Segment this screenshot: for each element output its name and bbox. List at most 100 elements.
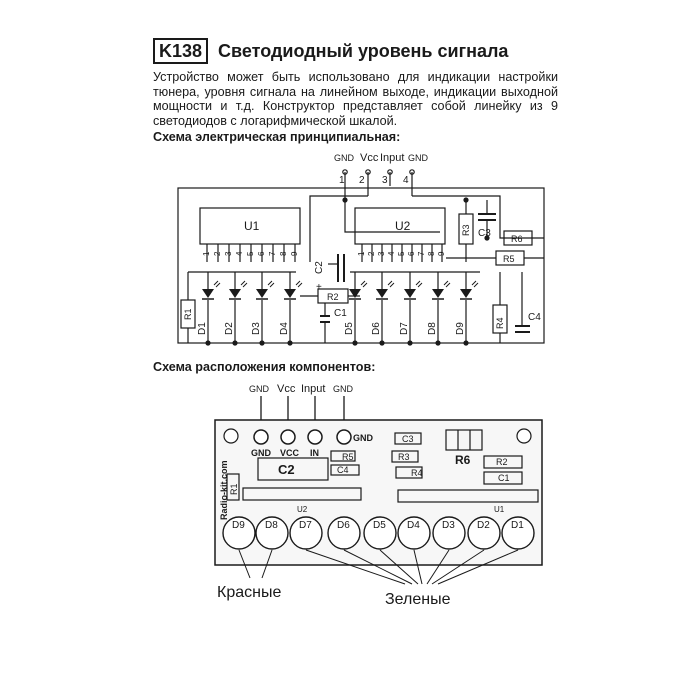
led-label: D5 — [373, 520, 386, 531]
component-label: R2 — [327, 292, 339, 302]
component-label: C1 — [334, 308, 347, 319]
chip-pin-number: 3 — [224, 251, 233, 256]
part-label: R2 — [496, 457, 508, 467]
pad-label: GND — [353, 433, 374, 443]
led-footprint — [255, 516, 289, 550]
wire-label: GND — [333, 384, 354, 394]
led-label: D8 — [265, 520, 278, 531]
led-label: D3 — [251, 322, 262, 335]
mount-hole — [516, 428, 532, 444]
chip-pin-number: 3 — [377, 251, 386, 256]
chip-pin-number: 7 — [417, 251, 426, 256]
schematic-leds — [201, 280, 479, 300]
part-outline — [394, 432, 422, 445]
led-footprint — [289, 516, 323, 550]
chip-pin-number: 1 — [357, 251, 366, 256]
part-outline — [330, 464, 360, 476]
pin-number: 4 — [403, 175, 409, 186]
led-symbol — [431, 280, 451, 300]
chip-pin-number: 9 — [437, 251, 446, 256]
led-label: D7 — [399, 322, 410, 335]
led-label: D2 — [477, 520, 490, 531]
part-label: C2 — [278, 462, 295, 477]
chip-pin-number: 4 — [387, 251, 396, 256]
part-outline — [483, 471, 523, 485]
led-label: D9 — [455, 322, 466, 335]
chip-pin-number: 2 — [213, 251, 222, 256]
board-layout: GND Vcc Input GND GND VCC IN GND — [214, 383, 543, 608]
led-symbol — [375, 280, 395, 300]
component-label: R3 — [461, 224, 471, 236]
pad — [280, 429, 296, 445]
pad — [307, 429, 323, 445]
led-footprint — [467, 516, 501, 550]
part-outline — [391, 450, 419, 463]
chip-label: U2 — [395, 219, 411, 233]
chip-pin-number: 8 — [427, 251, 436, 256]
part-outline — [257, 457, 329, 481]
pin-label: GND — [408, 153, 429, 163]
pin-number: 2 — [359, 175, 365, 186]
led-symbol — [403, 280, 423, 300]
led-footprint — [432, 516, 466, 550]
part-outline — [226, 473, 240, 501]
led-label: D1 — [511, 520, 524, 531]
led-label: D5 — [344, 322, 355, 335]
led-footprint — [327, 516, 361, 550]
part-label: C4 — [337, 465, 349, 475]
chip-pin-number: 8 — [279, 251, 288, 256]
chip-pin-number: 4 — [235, 251, 244, 256]
chip-pin-number: 5 — [397, 251, 406, 256]
part-outline — [395, 466, 423, 479]
chip-pin-number: 1 — [202, 251, 211, 256]
description: Устройство может быть использовано для и… — [153, 70, 558, 128]
led-label: D6 — [337, 520, 350, 531]
component-label: R4 — [495, 317, 505, 329]
led-label: D8 — [427, 322, 438, 335]
page-title: Светодиодный уровень сигнала — [218, 40, 509, 61]
led-footprint — [501, 516, 535, 550]
legend-red: Красные — [217, 584, 281, 601]
part-label: R3 — [398, 452, 410, 462]
chip-pin-number: 6 — [407, 251, 416, 256]
led-footprint — [363, 516, 397, 550]
component-label: R1 — [183, 308, 193, 320]
layout-heading: Схема расположения компонентов: — [153, 360, 376, 374]
wire-label: Input — [301, 383, 325, 395]
led-symbol — [228, 280, 248, 300]
component-label: R5 — [503, 254, 515, 264]
circuit-schematic — [177, 169, 545, 346]
pad-label: IN — [310, 448, 319, 458]
pin-number: 1 — [339, 175, 345, 186]
component-label: R6 — [511, 234, 523, 244]
pin-label: Vcc — [360, 152, 379, 164]
part-label: R6 — [455, 453, 471, 467]
pin-number: 3 — [382, 175, 388, 186]
led-label: D3 — [442, 520, 455, 531]
chip-pin-number: 9 — [290, 251, 299, 256]
pad-label: GND — [251, 448, 272, 458]
led-label: D9 — [232, 520, 245, 531]
pin-label: Input — [380, 152, 404, 164]
part-outline — [445, 429, 483, 451]
led-symbol — [283, 280, 303, 300]
pad — [336, 429, 352, 445]
board-brand: Radio-kit.com — [219, 460, 229, 520]
led-label: D4 — [407, 520, 420, 531]
part-label: R1 — [229, 483, 239, 495]
pad — [253, 429, 269, 445]
chip-pin-number: 2 — [367, 251, 376, 256]
part-label: R5 — [342, 452, 354, 462]
wire-label: Vcc — [277, 383, 296, 395]
chip-pin-number: 6 — [257, 251, 266, 256]
led-label: D4 — [279, 322, 290, 335]
schematic-labels: GND Vcc Input GND 1 2 3 4 U1 U2 1 2 3 4 … — [183, 152, 541, 335]
part-outline — [483, 455, 523, 469]
led-symbol — [459, 280, 479, 300]
led-label: D2 — [224, 322, 235, 335]
pad-label: VCC — [280, 448, 300, 458]
led-footprint — [222, 516, 256, 550]
wire-label: GND — [249, 384, 270, 394]
component-label: C2 — [314, 261, 325, 274]
